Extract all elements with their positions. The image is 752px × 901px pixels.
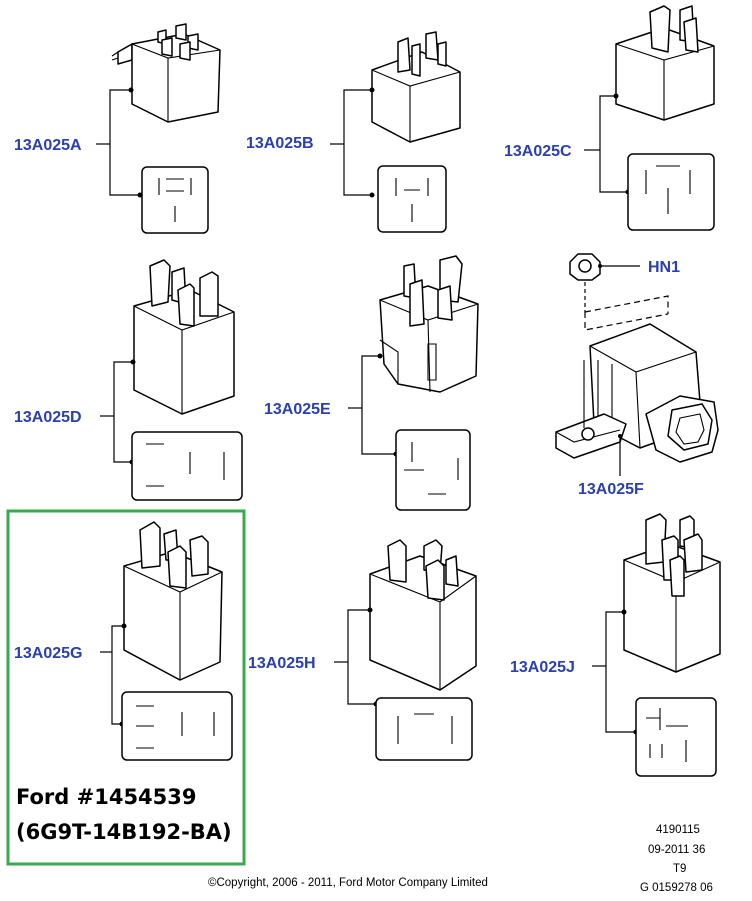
label-13a025f: 13A025F: [578, 481, 644, 498]
relay-j[interactable]: [592, 513, 721, 777]
ref-line-2: 09-2011 36: [648, 844, 705, 856]
copyright-notice: ©Copyright, 2006 - 2011, Ford Motor Comp…: [208, 877, 488, 889]
label-13a025e: 13A025E: [264, 401, 331, 418]
label-13a025j: 13A025J: [510, 659, 575, 676]
label-hn1: HN1: [648, 259, 680, 276]
nut-hn1[interactable]: [569, 253, 669, 331]
relay-c[interactable]: [584, 5, 715, 231]
relay-f[interactable]: [555, 323, 719, 476]
relay-e[interactable]: [348, 255, 479, 511]
ref-line-4: G 0159278 06: [640, 882, 713, 894]
ref-line-3: T9: [673, 863, 686, 875]
label-13a025b: 13A025B: [246, 135, 314, 152]
highlight-frame: [6, 509, 246, 866]
label-13a025c: 13A025C: [504, 143, 572, 160]
ford-part-code: (6G9T-14B192-BA): [16, 820, 232, 844]
relay-b[interactable]: [330, 31, 461, 233]
label-13a025h: 13A025H: [248, 655, 316, 672]
relay-a[interactable]: [96, 23, 221, 234]
relay-g[interactable]: [100, 521, 233, 761]
relay-h[interactable]: [334, 539, 477, 761]
label-13a025d: 13A025D: [14, 409, 82, 426]
label-13a025g: 13A025G: [14, 645, 83, 662]
ford-part-number: Ford #1454539: [16, 785, 197, 809]
label-13a025a: 13A025A: [14, 137, 82, 154]
relay-d[interactable]: [100, 259, 243, 501]
ref-line-1: 4190115: [656, 824, 700, 836]
